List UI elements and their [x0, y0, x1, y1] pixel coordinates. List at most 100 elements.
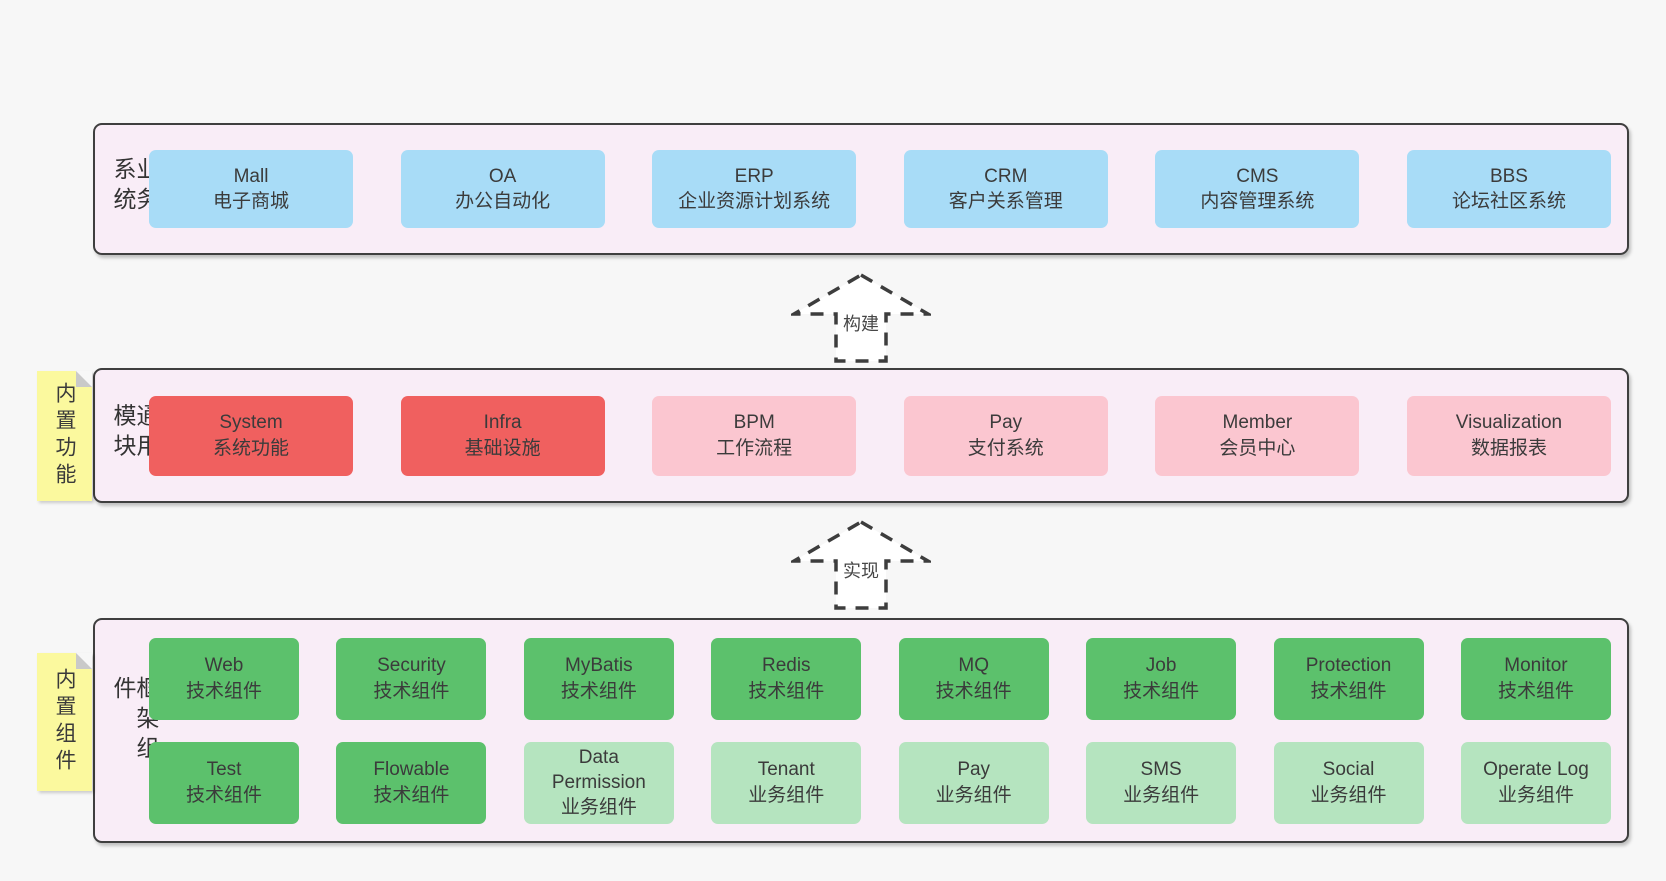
module-box-redis: Redis 技术组件 — [711, 637, 862, 720]
module-desc: 系统功能 — [212, 437, 289, 459]
module-box-member: Member 会员中心 — [1155, 395, 1360, 476]
module-name: Member — [1222, 412, 1293, 434]
module-box-cms: CMS 内容管理系统 — [1155, 150, 1360, 228]
module-box-erp: ERP 企业资源计划系统 — [652, 150, 857, 228]
module-box-crm: CRM 客户关系管理 — [903, 150, 1108, 228]
module-desc: 工作流程 — [716, 437, 793, 459]
module-name: Pay — [989, 412, 1023, 434]
build-arrow-label: 构建 — [841, 313, 881, 337]
module-box-mybatis: MyBatis 技术组件 — [523, 637, 674, 720]
module-desc: 业务组件 — [935, 784, 1012, 806]
module-box-mq: MQ 技术组件 — [898, 637, 1049, 720]
module-box-flowable: Flowable 技术组件 — [336, 741, 487, 824]
module-desc: 客户关系管理 — [948, 191, 1063, 212]
module-name: OA — [488, 165, 517, 187]
module-name: Data Permission — [551, 746, 646, 793]
module-desc: 技术组件 — [1310, 680, 1387, 702]
sticky-note-built-in-components: 内置组件 — [37, 653, 92, 791]
sticky-note-label: 内置组件 — [53, 668, 76, 776]
build-arrow: 构建 — [791, 272, 931, 364]
module-name: System — [219, 412, 283, 434]
module-name: Social — [1322, 759, 1375, 781]
module-box-bpm: BPM 工作流程 — [652, 395, 857, 476]
module-box-operate-log: Operate Log 业务组件 — [1460, 741, 1611, 824]
sticky-note-label: 内置功能 — [53, 382, 76, 490]
module-box-social: Social 业务组件 — [1273, 741, 1424, 824]
module-name: MQ — [958, 655, 989, 677]
module-desc: 技术组件 — [185, 784, 262, 806]
box-row-components-2: Test 技术组件 Flowable 技术组件 Data Permission 业务组件 T… — [149, 741, 1611, 824]
module-box-pay: Pay 业务组件 — [898, 741, 1049, 824]
module-desc: 业务组件 — [1497, 784, 1574, 806]
module-desc: 技术组件 — [373, 784, 450, 806]
module-name: Protection — [1305, 655, 1392, 677]
module-name: CRM — [984, 165, 1028, 187]
module-name: BPM — [733, 412, 775, 434]
module-box-system: System 系统功能 — [149, 395, 353, 476]
module-name: Pay — [957, 759, 991, 781]
module-desc: 技术组件 — [1497, 680, 1574, 702]
module-desc: 办公自动化 — [455, 191, 551, 212]
module-desc: 数据报表 — [1470, 437, 1547, 459]
module-box-bbs: BBS 论坛社区系统 — [1406, 150, 1611, 228]
module-desc: 论坛社区系统 — [1451, 191, 1566, 212]
band-rows: Mall 电子商城 OA 办公自动化 ERP 企业资源计划系统 CRM 客户关系管理 CMS 内容… — [149, 125, 1611, 253]
module-desc: 业务组件 — [560, 797, 637, 819]
module-name: Redis — [761, 655, 811, 677]
module-name: Job — [1145, 655, 1177, 677]
module-name: Web — [204, 655, 244, 677]
box-row-modules: System 系统功能 Infra 基础设施 BPM 工作流程 Pay 支付系统 Member 会… — [149, 395, 1611, 476]
module-box-web: Web 技术组件 — [149, 637, 299, 720]
module-name: Operate Log — [1483, 759, 1589, 781]
module-name: Test — [206, 759, 242, 781]
module-name: Mall — [233, 165, 269, 187]
module-desc: 内容管理系统 — [1200, 191, 1315, 212]
module-desc: 技术组件 — [373, 680, 450, 702]
module-name: Monitor — [1504, 655, 1568, 677]
module-desc: 会员中心 — [1219, 437, 1296, 459]
module-box-protection: Protection 技术组件 — [1273, 637, 1424, 720]
module-box-monitor: Monitor 技术组件 — [1460, 637, 1611, 720]
sticky-note-built-in-functions: 内置功能 — [37, 371, 92, 501]
module-name: CMS — [1236, 165, 1279, 187]
module-desc: 业务组件 — [1123, 784, 1200, 806]
module-name: Tenant — [757, 759, 815, 781]
implement-arrow-label: 实现 — [841, 560, 881, 584]
module-box-oa: OA 办公自动化 — [400, 150, 605, 228]
module-name: ERP — [734, 165, 774, 187]
module-desc: 企业资源计划系统 — [678, 191, 831, 212]
band-rows: System 系统功能 Infra 基础设施 BPM 工作流程 Pay 支付系统 Member 会… — [149, 370, 1611, 501]
module-desc: 电子商城 — [212, 191, 289, 212]
module-desc: 技术组件 — [935, 680, 1012, 702]
module-desc: 支付系统 — [967, 437, 1044, 459]
module-name: Flowable — [373, 759, 450, 781]
module-name: Security — [377, 655, 446, 677]
module-box-sms: SMS 业务组件 — [1086, 741, 1237, 824]
module-name: SMS — [1140, 759, 1182, 781]
module-name: BBS — [1489, 165, 1528, 187]
implement-arrow: 实现 — [791, 519, 931, 611]
module-box-data-permission: Data Permission 业务组件 — [523, 741, 674, 824]
module-desc: 技术组件 — [748, 680, 825, 702]
module-desc: 技术组件 — [560, 680, 637, 702]
module-name: Visualization — [1455, 412, 1563, 434]
module-box-test: Test 技术组件 — [149, 741, 299, 824]
box-row-business: Mall 电子商城 OA 办公自动化 ERP 企业资源计划系统 CRM 客户关系管理 CMS 内容… — [149, 150, 1611, 228]
module-box-infra: Infra 基础设施 — [400, 395, 605, 476]
module-desc: 技术组件 — [185, 680, 262, 702]
module-box-pay: Pay 支付系统 — [903, 395, 1108, 476]
module-desc: 基础设施 — [464, 437, 541, 459]
module-box-security: Security 技术组件 — [336, 637, 487, 720]
module-name: Infra — [483, 412, 522, 434]
module-box-mall: Mall 电子商城 — [149, 150, 353, 228]
module-name: MyBatis — [565, 655, 633, 677]
module-desc: 业务组件 — [1310, 784, 1387, 806]
module-desc: 技术组件 — [1123, 680, 1200, 702]
